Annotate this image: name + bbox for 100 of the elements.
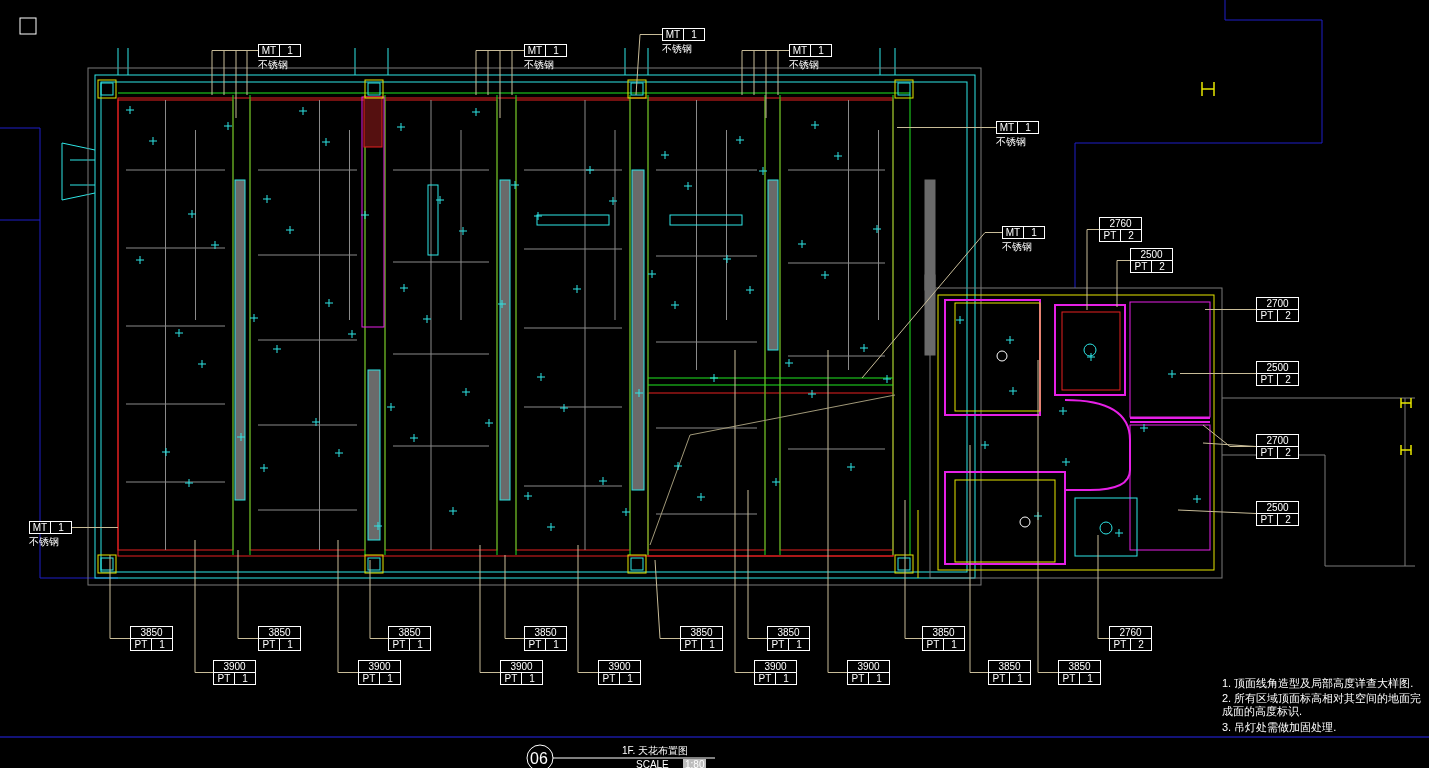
leader-line bbox=[734, 349, 755, 673]
material-tag bbox=[789, 44, 832, 57]
material-number: 1 bbox=[158, 639, 166, 650]
leader-line bbox=[969, 444, 989, 673]
material-number: 1 bbox=[782, 673, 790, 684]
material-code: PT bbox=[1100, 230, 1121, 241]
material-number: 2 bbox=[1158, 261, 1166, 272]
material-tag bbox=[680, 626, 723, 651]
material-code: PT bbox=[525, 639, 546, 650]
material-number: 1 bbox=[1024, 122, 1032, 133]
material-number: 2 bbox=[1284, 514, 1292, 525]
material-tag bbox=[996, 121, 1039, 134]
material-code: MT bbox=[790, 45, 811, 56]
material-number: 2 bbox=[1137, 639, 1145, 650]
height-value: 3850 bbox=[923, 627, 964, 639]
height-value: 2700 bbox=[1257, 298, 1298, 310]
material-number: 1 bbox=[286, 639, 294, 650]
material-number: 1 bbox=[875, 673, 883, 684]
note-text: 3. 吊灯处需做加固处理. bbox=[1222, 720, 1337, 735]
drawing-number: 06 bbox=[530, 750, 548, 768]
leader-line bbox=[1202, 442, 1257, 447]
material-code: PT bbox=[501, 673, 522, 684]
material-number: 1 bbox=[626, 673, 634, 684]
material-number: 1 bbox=[552, 639, 560, 650]
height-value: 3850 bbox=[389, 627, 430, 639]
material-tag bbox=[988, 660, 1031, 685]
material-note: 不锈钢 bbox=[996, 135, 1026, 149]
material-tag bbox=[524, 44, 567, 57]
material-tag bbox=[258, 44, 301, 57]
leader-line bbox=[1086, 229, 1100, 311]
material-number: 1 bbox=[1016, 673, 1024, 684]
note-text: 1. 顶面线角造型及局部高度详查大样图. bbox=[1222, 676, 1414, 691]
height-value: 3850 bbox=[259, 627, 300, 639]
material-number: 1 bbox=[795, 639, 803, 650]
material-code: PT bbox=[755, 673, 776, 684]
material-code: PT bbox=[1257, 310, 1278, 321]
material-code: MT bbox=[525, 45, 546, 56]
material-number: 1 bbox=[950, 639, 958, 650]
material-note: 不锈钢 bbox=[1002, 240, 1032, 254]
leader-line bbox=[337, 539, 359, 673]
material-tag bbox=[1256, 297, 1299, 322]
height-value: 3850 bbox=[768, 627, 809, 639]
leader-line bbox=[827, 349, 848, 673]
height-value: 2500 bbox=[1257, 362, 1298, 374]
material-code: PT bbox=[359, 673, 380, 684]
height-value: 3900 bbox=[359, 661, 400, 673]
material-tag bbox=[500, 660, 543, 685]
leader-line bbox=[504, 554, 525, 639]
material-code: PT bbox=[989, 673, 1010, 684]
material-tag bbox=[754, 660, 797, 685]
material-tag bbox=[29, 521, 72, 534]
material-code: PT bbox=[681, 639, 702, 650]
leader-line bbox=[194, 539, 214, 673]
material-code: PT bbox=[923, 639, 944, 650]
material-number: 2 bbox=[1284, 374, 1292, 385]
material-note: 不锈钢 bbox=[789, 58, 819, 72]
material-code: MT bbox=[259, 45, 280, 56]
material-number: 1 bbox=[817, 45, 825, 56]
material-number: 1 bbox=[528, 673, 536, 684]
material-tag bbox=[1256, 361, 1299, 386]
height-value: 2500 bbox=[1257, 502, 1298, 514]
material-number: 1 bbox=[416, 639, 424, 650]
material-number: 1 bbox=[241, 673, 249, 684]
material-tag bbox=[524, 626, 567, 651]
leader-line bbox=[237, 549, 259, 639]
material-tag bbox=[1109, 626, 1152, 651]
leader-line bbox=[904, 499, 923, 639]
material-note: 不锈钢 bbox=[258, 58, 288, 72]
note-text: 2. 所有区域顶面标高相对其空间的地面完成面的高度标识. bbox=[1222, 692, 1423, 718]
leader-line bbox=[1097, 534, 1110, 639]
material-tag bbox=[1058, 660, 1101, 685]
height-value: 2760 bbox=[1110, 627, 1151, 639]
material-code: PT bbox=[1257, 514, 1278, 525]
material-tag bbox=[1002, 226, 1045, 239]
material-code: MT bbox=[997, 122, 1018, 133]
leader-line bbox=[654, 559, 681, 639]
height-value: 3850 bbox=[1059, 661, 1100, 673]
material-tag bbox=[598, 660, 641, 685]
height-value: 3850 bbox=[525, 627, 566, 639]
leader-line bbox=[71, 527, 119, 528]
scale-label: SCALE bbox=[636, 759, 669, 768]
material-code: MT bbox=[663, 29, 684, 40]
material-code: PT bbox=[768, 639, 789, 650]
height-value: 3850 bbox=[131, 627, 172, 639]
material-number: 2 bbox=[1127, 230, 1135, 241]
leader-line bbox=[577, 544, 599, 673]
material-code: PT bbox=[848, 673, 869, 684]
leader-line bbox=[369, 559, 389, 639]
material-number: 1 bbox=[57, 522, 65, 533]
material-code: PT bbox=[1257, 447, 1278, 458]
leader-line bbox=[479, 544, 501, 673]
material-number: 1 bbox=[286, 45, 294, 56]
leader-line bbox=[635, 34, 663, 96]
material-code: PT bbox=[259, 639, 280, 650]
leader-line bbox=[109, 554, 131, 639]
material-tag bbox=[130, 626, 173, 651]
material-code: PT bbox=[1131, 261, 1152, 272]
material-tag bbox=[213, 660, 256, 685]
leader-line bbox=[861, 232, 1003, 379]
height-value: 3850 bbox=[681, 627, 722, 639]
